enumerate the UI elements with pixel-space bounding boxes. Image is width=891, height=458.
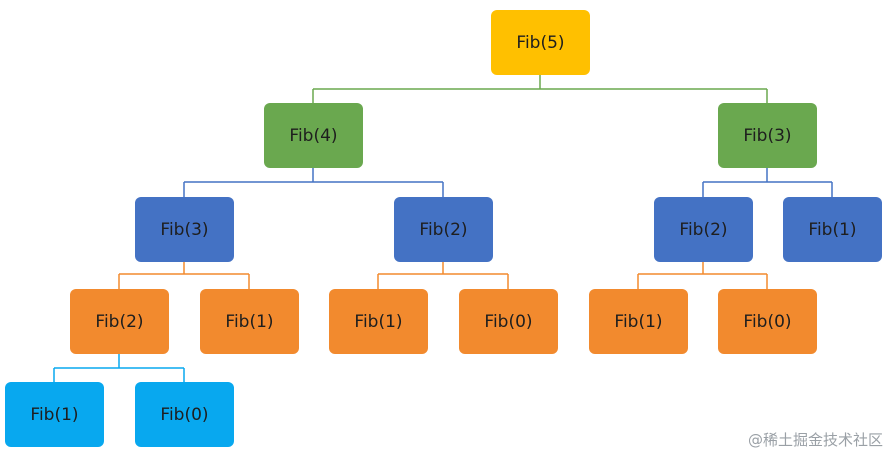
- node-fib-2-right: Fib(2): [654, 197, 753, 262]
- node-fib-5: Fib(5): [491, 10, 590, 75]
- connector-level4: [53, 354, 185, 382]
- node-fib-0-c: Fib(0): [718, 289, 817, 354]
- node-fib-3-right: Fib(3): [718, 103, 817, 168]
- node-fib-4: Fib(4): [264, 103, 363, 168]
- node-fib-2-left: Fib(2): [70, 289, 169, 354]
- node-fib-1-bottom: Fib(1): [5, 382, 104, 447]
- node-fib-1-far-right: Fib(1): [783, 197, 882, 262]
- connector-level3-a: [118, 261, 250, 289]
- node-fib-2-middle: Fib(2): [394, 197, 493, 262]
- node-fib-1-a: Fib(1): [200, 289, 299, 354]
- connector-level2-right: [702, 167, 833, 197]
- connector-level2-left: [183, 167, 444, 197]
- node-fib-0-b: Fib(0): [459, 289, 558, 354]
- connector-level1: [312, 74, 768, 103]
- watermark: @稀土掘金技术社区: [747, 431, 883, 449]
- connector-level3-c: [637, 261, 768, 289]
- node-fib-1-b: Fib(1): [329, 289, 428, 354]
- node-fib-0-bottom: Fib(0): [135, 382, 234, 447]
- node-fib-3-left: Fib(3): [135, 197, 234, 262]
- node-fib-1-c: Fib(1): [589, 289, 688, 354]
- connector-level3-b: [377, 261, 509, 289]
